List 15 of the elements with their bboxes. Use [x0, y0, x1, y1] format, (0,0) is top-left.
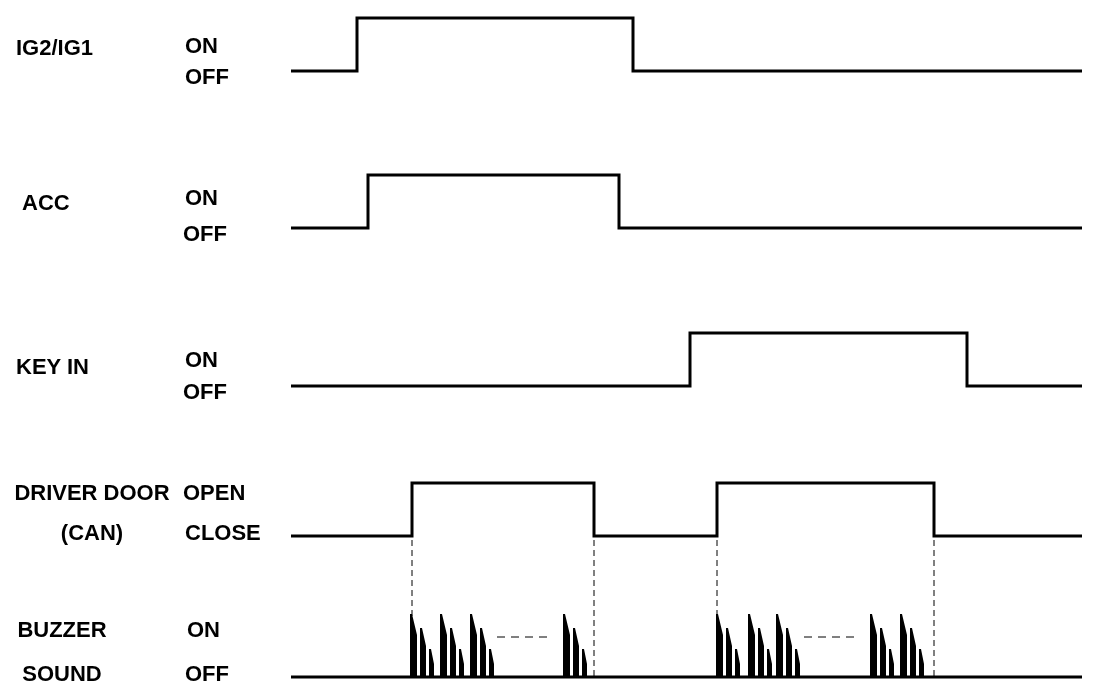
state-label: ON	[185, 185, 218, 211]
state-label: OPEN	[183, 480, 246, 506]
signal-name: IG2/IG1	[16, 35, 94, 61]
signal-name: BUZZER SOUND	[16, 616, 108, 688]
signal-name: DRIVER DOOR (CAN)	[13, 479, 171, 547]
state-label: ON	[187, 617, 220, 643]
signal-name: KEY IN	[16, 354, 89, 380]
state-label: OFF	[183, 221, 227, 247]
state-label: ON	[185, 33, 218, 59]
state-label: OFF	[185, 661, 229, 687]
state-label: OFF	[185, 64, 229, 90]
signal-name: ACC	[22, 190, 70, 216]
state-label: CLOSE	[185, 520, 261, 546]
state-label: ON	[185, 347, 218, 373]
state-label: OFF	[183, 379, 227, 405]
